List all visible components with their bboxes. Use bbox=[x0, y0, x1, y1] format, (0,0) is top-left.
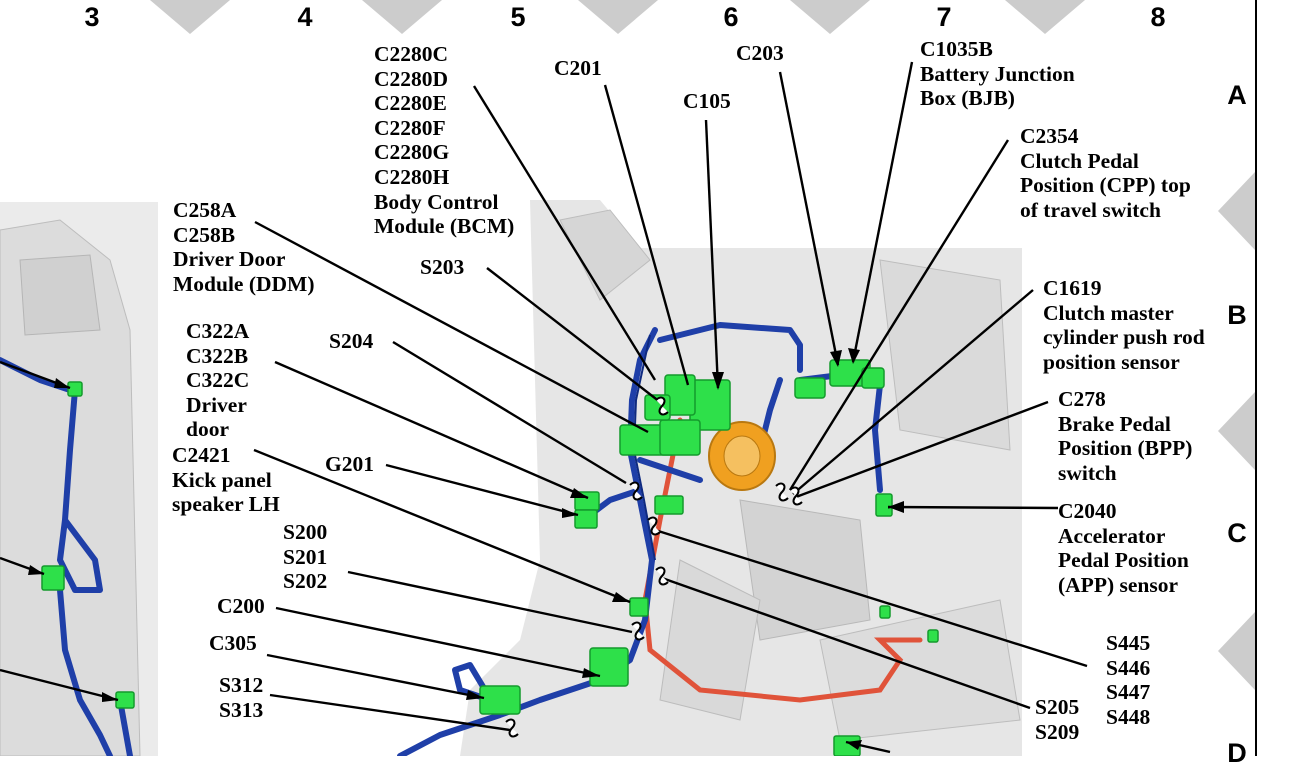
row-label-c: C bbox=[1227, 518, 1247, 548]
callout-c322: C322A C322B C322C Driver door bbox=[186, 319, 250, 442]
callout-c203: C203 bbox=[736, 41, 784, 65]
callout-s445: S445 S446 S447 S448 bbox=[1106, 631, 1151, 729]
callout-c2280: C2280C C2280D C2280E C2280F C2280G C2280… bbox=[374, 42, 515, 239]
row-label-a: A bbox=[1227, 80, 1247, 110]
callout-c305: C305 bbox=[209, 631, 257, 655]
callout-c1035b: C1035B Battery Junction Box (BJB) bbox=[920, 37, 1075, 111]
splice-symbols bbox=[505, 396, 803, 738]
callout-s204: S204 bbox=[329, 329, 374, 353]
callout-s312: S312 S313 bbox=[219, 673, 264, 722]
row-label-b: B bbox=[1227, 300, 1247, 330]
callout-c105: C105 bbox=[683, 89, 731, 113]
leader-arrowheads bbox=[28, 348, 904, 750]
column-label-8: 8 bbox=[1150, 2, 1166, 32]
callout-c201: C201 bbox=[554, 56, 602, 80]
row-markers bbox=[1218, 172, 1255, 690]
column-markers bbox=[150, 0, 1085, 34]
callout-s203: S203 bbox=[420, 255, 465, 279]
column-label-4: 4 bbox=[297, 2, 313, 32]
callout-c200: C200 bbox=[217, 594, 265, 618]
callout-c1619: C1619 Clutch master cylinder push rod po… bbox=[1043, 276, 1205, 374]
callout-c258: C258A C258B Driver Door Module (DDM) bbox=[173, 198, 315, 296]
callout-c2354: C2354 Clutch Pedal Position (CPP) top of… bbox=[1020, 124, 1191, 222]
column-label-3: 3 bbox=[84, 2, 100, 32]
green-connectors bbox=[41, 359, 939, 756]
column-label-5: 5 bbox=[510, 2, 526, 32]
row-label-d: D bbox=[1227, 738, 1247, 768]
column-label-7: 7 bbox=[936, 2, 952, 32]
callout-c2421: C2421 Kick panel speaker LH bbox=[172, 443, 280, 517]
callout-g201: G201 bbox=[325, 452, 374, 476]
callout-s205: S205 S209 bbox=[1035, 695, 1080, 744]
column-label-6: 6 bbox=[723, 2, 739, 32]
callout-c278: C278 Brake Pedal Position (BPP) switch bbox=[1058, 387, 1193, 485]
leader-lines bbox=[0, 61, 1088, 754]
callout-s200: S200 S201 S202 bbox=[283, 520, 328, 594]
callout-c2040: C2040 Accelerator Pedal Position (APP) s… bbox=[1058, 499, 1189, 597]
